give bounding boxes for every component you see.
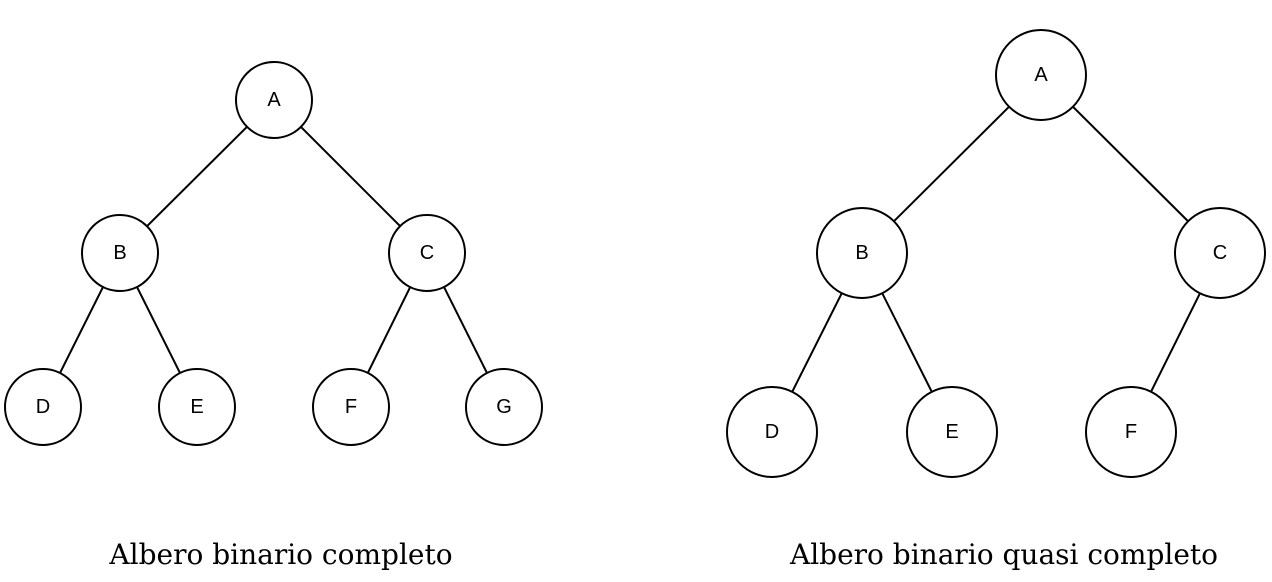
node-circle bbox=[4, 368, 82, 446]
node-circle bbox=[816, 207, 908, 299]
node-label: A bbox=[267, 89, 281, 111]
node-F: F bbox=[312, 368, 390, 446]
node-C: C bbox=[1174, 207, 1266, 299]
node-D: D bbox=[4, 368, 82, 446]
node-label: D bbox=[765, 421, 779, 443]
node-circle bbox=[1174, 207, 1266, 299]
node-circle bbox=[312, 368, 390, 446]
node-label: B bbox=[113, 242, 126, 264]
almost-complete-tree-caption: Albero binario quasi completo bbox=[789, 538, 1219, 571]
node-label: A bbox=[1034, 64, 1048, 86]
node-D: D bbox=[726, 386, 818, 478]
node-circle bbox=[158, 368, 236, 446]
node-label: G bbox=[496, 396, 512, 418]
complete-tree-caption: Albero binario completo bbox=[109, 538, 453, 571]
node-label: E bbox=[945, 421, 958, 443]
node-label: F bbox=[1125, 421, 1137, 443]
node-F: F bbox=[1085, 386, 1177, 478]
node-A: A bbox=[235, 61, 313, 139]
node-label: C bbox=[1213, 242, 1227, 264]
node-A: A bbox=[995, 29, 1087, 121]
node-C: C bbox=[388, 214, 466, 292]
node-circle bbox=[81, 214, 159, 292]
almost-complete-binary-tree: A B C D E F bbox=[726, 29, 1266, 478]
node-E: E bbox=[158, 368, 236, 446]
node-B: B bbox=[816, 207, 908, 299]
node-circle bbox=[465, 368, 543, 446]
node-label: C bbox=[420, 242, 434, 264]
node-label: D bbox=[36, 396, 50, 418]
node-circle bbox=[995, 29, 1087, 121]
node-circle bbox=[235, 61, 313, 139]
node-label: E bbox=[190, 396, 203, 418]
node-label: F bbox=[345, 396, 357, 418]
node-E: E bbox=[906, 386, 998, 478]
node-circle bbox=[906, 386, 998, 478]
node-label: B bbox=[855, 242, 868, 264]
complete-binary-tree: A B C D E F G bbox=[4, 61, 543, 446]
node-circle bbox=[388, 214, 466, 292]
node-circle bbox=[726, 386, 818, 478]
node-B: B bbox=[81, 214, 159, 292]
node-G: G bbox=[465, 368, 543, 446]
node-circle bbox=[1085, 386, 1177, 478]
